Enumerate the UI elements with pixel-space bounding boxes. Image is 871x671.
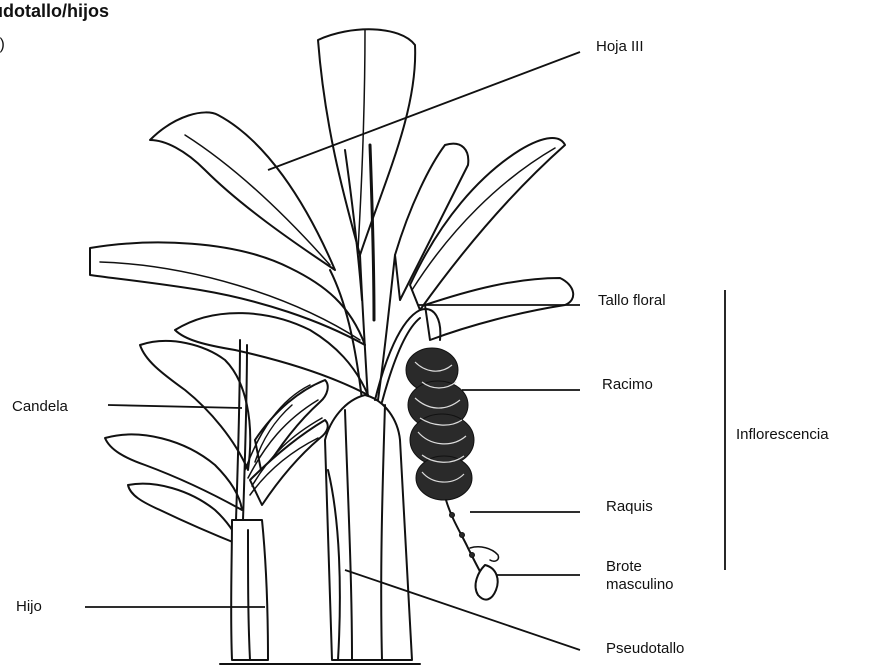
label-pseudotallo: Pseudotallo [606, 640, 684, 658]
label-hijo: Hijo [16, 598, 42, 616]
label-brote-masculino: Brote masculino [606, 558, 674, 594]
label-candela: Candela [12, 398, 68, 416]
leaf-top-center [318, 29, 415, 255]
label-inflorescencia: Inflorescencia [736, 426, 829, 444]
banana-bunch [406, 348, 474, 500]
label-hoja: Hoja III [596, 38, 644, 56]
label-tallo-floral: Tallo floral [598, 292, 666, 310]
label-brote-line1: Brote [606, 558, 674, 576]
label-brote-line2: masculino [606, 576, 674, 594]
leaf-right-lower [425, 278, 573, 340]
label-raquis: Raquis [606, 498, 653, 516]
label-racimo: Racimo [602, 376, 653, 394]
